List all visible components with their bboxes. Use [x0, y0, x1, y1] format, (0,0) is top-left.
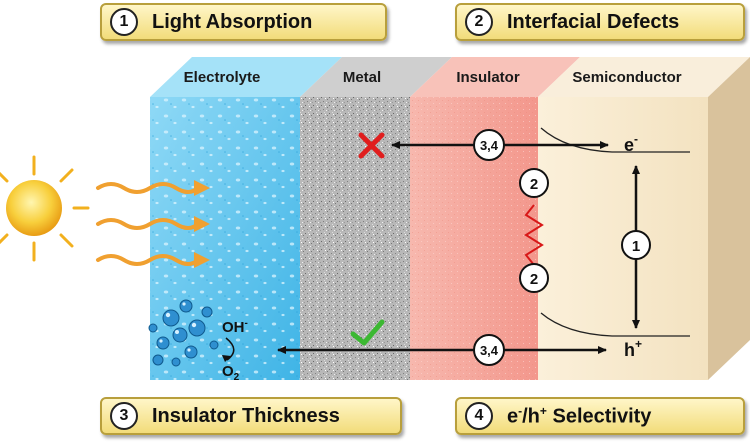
sun-icon	[0, 155, 90, 262]
callout-insulator-thickness: 3 Insulator Thickness	[100, 397, 402, 435]
red-x-icon	[358, 132, 385, 159]
svg-text:1: 1	[632, 238, 640, 255]
semiconductor-label: Semiconductor	[572, 69, 681, 86]
light-wave-arrowheads	[194, 180, 210, 268]
reaction-curve-arrowhead	[222, 355, 231, 362]
o2-label: O2	[222, 363, 240, 383]
callout-light-absorption: 1 Light Absorption	[100, 3, 387, 41]
marker-defect-top: 2	[519, 168, 549, 198]
marker-defect-bottom: 2	[519, 263, 549, 293]
callout-number: 2	[465, 8, 493, 36]
callout-interfacial-defects: 2 Interfacial Defects	[455, 3, 745, 41]
metal-label: Metal	[343, 69, 381, 86]
svg-text:3,4: 3,4	[480, 138, 499, 153]
callout-number: 3	[110, 402, 138, 430]
callout-label: Interfacial Defects	[507, 10, 680, 33]
marker-bottom-3-4: 3,4	[473, 334, 505, 366]
callout-number: 1	[110, 8, 138, 36]
electron-label: e-	[624, 132, 638, 155]
svg-text:2: 2	[530, 176, 538, 193]
metal-layer	[300, 57, 452, 380]
electrolyte-label: Electrolyte	[184, 69, 261, 86]
callout-label: Insulator Thickness	[152, 404, 340, 427]
conduction-band-curve	[540, 127, 690, 153]
callout-number: 4	[465, 402, 493, 430]
svg-text:2: 2	[530, 271, 538, 288]
marker-absorption: 1	[621, 230, 651, 260]
oh-minus-label: OH-	[222, 318, 248, 336]
defect-zigzag	[524, 204, 544, 266]
svg-text:3,4: 3,4	[480, 343, 499, 358]
callout-selectivity: 4 e-/h+ Selectivity	[455, 397, 745, 435]
valence-band-curve	[540, 312, 690, 337]
light-waves	[96, 182, 200, 266]
callout-label: e-/h+ Selectivity	[507, 403, 652, 428]
bubble-highlights	[159, 302, 197, 352]
callout-label: Light Absorption	[152, 10, 313, 33]
insulator-label: Insulator	[456, 69, 520, 86]
semiconductor-layer	[538, 57, 750, 380]
hole-label: h+	[624, 337, 642, 360]
reaction-curve-arrow	[225, 337, 235, 361]
green-check-icon	[350, 319, 385, 346]
insulator-layer	[410, 57, 580, 380]
marker-top-3-4: 3,4	[473, 129, 505, 161]
